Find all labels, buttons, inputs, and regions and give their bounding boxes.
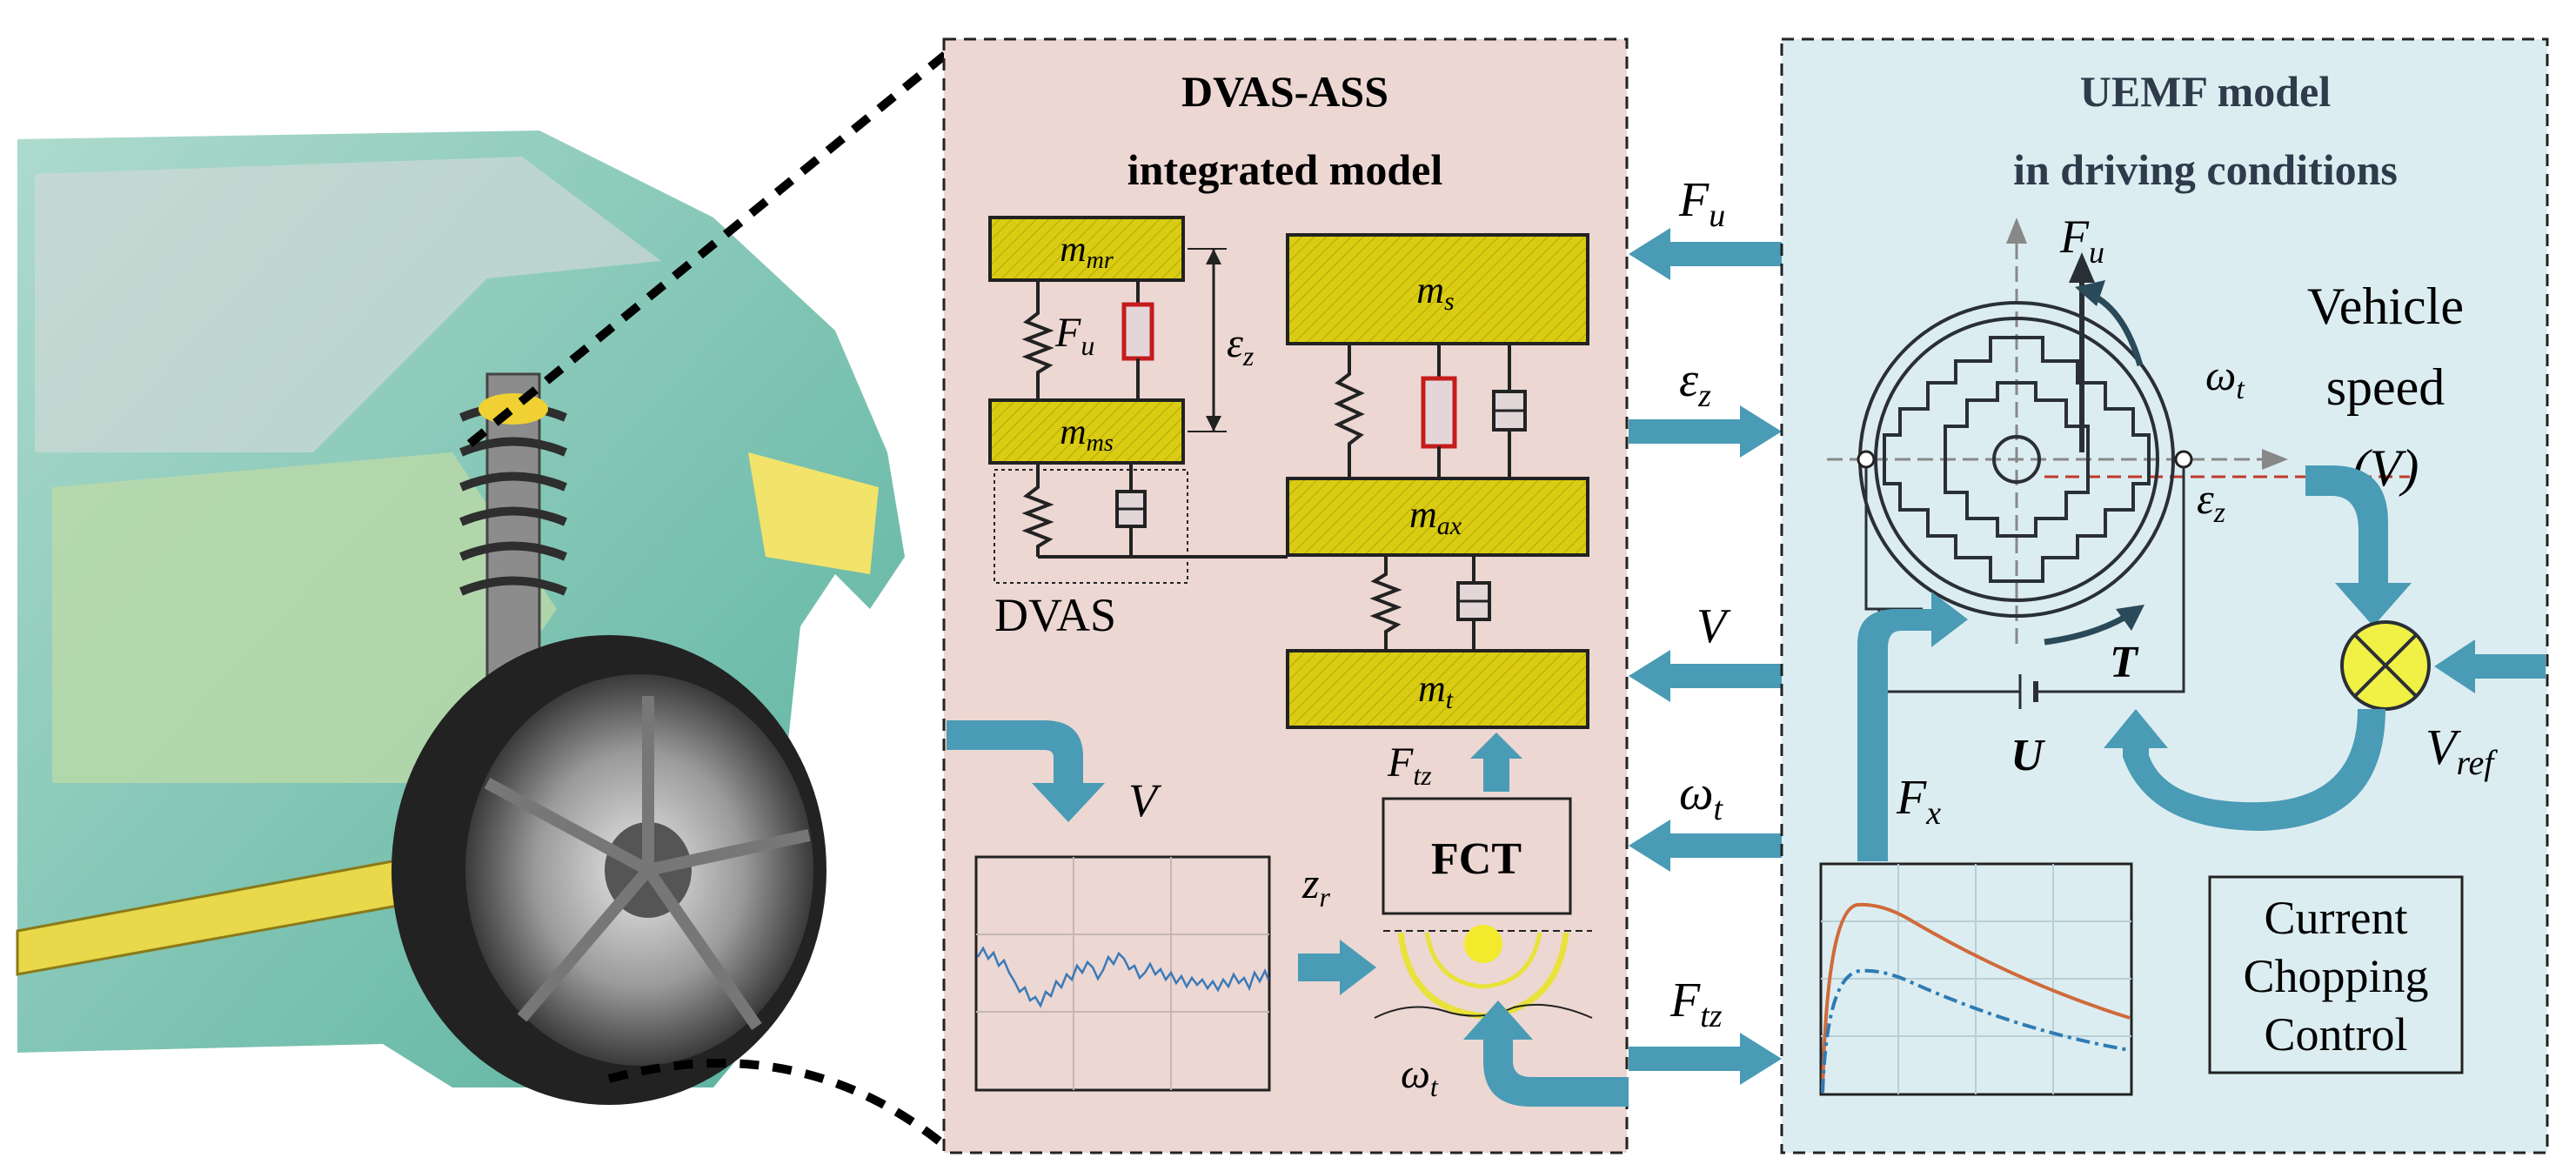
dvas-ass-panel: DVAS-ASS integrated model DVAS mmr mms F…	[942, 37, 1629, 1154]
ftz-label-dvas: Ftz	[1387, 739, 1432, 791]
mass-m-s-label: ms	[1416, 269, 1454, 316]
wt-input-arrow	[1463, 1000, 1629, 1107]
mass-m-ax-label: max	[1409, 493, 1462, 540]
ccc-line3: Control	[2264, 1008, 2407, 1061]
zr-arrow	[1298, 940, 1376, 995]
dvas-label: DVAS	[994, 589, 1116, 641]
ftz-signal-label: Ftz	[1669, 974, 1723, 1034]
spring-mr-ms	[1021, 280, 1054, 400]
ccc-line2: Chopping	[2243, 950, 2428, 1002]
mass-m-mr-label: mmr	[1060, 230, 1114, 274]
torque-label: T	[2110, 638, 2139, 687]
ez-signal-arrow	[1629, 405, 1782, 458]
uemf-title-line1: UEMF model	[2080, 67, 2331, 116]
wt-label-dvas: ωt	[1401, 1051, 1439, 1102]
mass-m-s	[1286, 233, 1589, 345]
fu-label-uemf: Fu	[2059, 211, 2104, 270]
fu-signal-arrow	[1629, 228, 1782, 280]
vehicle-speed-line1: Vehicle	[2307, 278, 2464, 335]
fu-label-dvas: Fu	[1054, 310, 1094, 361]
wt-label-uemf: ωt	[2205, 351, 2245, 405]
mass-m-mr	[988, 216, 1185, 282]
voltage-label: U	[2011, 731, 2045, 780]
uemf-panel: UEMF model in driving conditions Fu ωt ε…	[1780, 37, 2549, 1154]
speed-to-comparator-arrow	[2305, 465, 2412, 626]
fx-response-plot	[1819, 862, 2133, 1096]
vehicle-speed-line2: speed	[2326, 358, 2446, 416]
wt-signal-label: ωt	[1679, 766, 1724, 827]
road-profile-plot	[974, 855, 1271, 1092]
mass-m-ms	[988, 398, 1185, 465]
uemf-title-line2: in driving conditions	[2013, 145, 2398, 194]
fct-label: FCT	[1431, 834, 1522, 884]
fu-signal-label: Fu	[1678, 173, 1725, 234]
ftz-arrow-up	[1470, 733, 1522, 792]
fx-label: Fx	[1896, 771, 1941, 832]
mass-m-ms-label: mms	[1060, 412, 1114, 457]
actuator-fu	[1121, 302, 1154, 361]
ez-label-dvas: εz	[1227, 320, 1255, 371]
spring-tire	[1369, 555, 1402, 651]
car-cutaway-illustration	[16, 49, 952, 1152]
fx-curve-blue	[1821, 968, 2131, 1094]
control-feedback-arrow	[2104, 709, 2385, 831]
fx-feedback-arrow	[1857, 592, 1968, 861]
mass-m-ax	[1286, 477, 1589, 557]
mass-m-t-label: mt	[1418, 667, 1454, 714]
ftz-signal-arrow	[1629, 1033, 1782, 1085]
in-wheel-motor	[1858, 301, 2175, 618]
spring-dvas	[1021, 463, 1054, 557]
ez-signal-label: εz	[1679, 353, 1711, 414]
dvas-title-line1: DVAS-ASS	[1181, 67, 1388, 116]
actuator-suspension	[1421, 376, 1457, 449]
v-input-arrow	[947, 720, 1105, 822]
interface-signals: Fu εz V ωt Ftz	[1629, 173, 1782, 1085]
comparator-summing-junction	[2340, 620, 2431, 711]
v-signal-arrow	[1629, 650, 1782, 702]
vref-arrow	[2434, 639, 2546, 693]
v-label-dvas: V	[1128, 774, 1162, 826]
ccc-line1: Current	[2265, 892, 2408, 944]
tire-road-contact	[1374, 925, 1593, 1020]
fct-box	[1382, 797, 1572, 915]
ez-label-uemf: εz	[2197, 474, 2225, 529]
dvas-title-line2: integrated model	[1127, 145, 1443, 194]
v-signal-label: V	[1696, 599, 1731, 653]
fx-curve-orange	[1821, 902, 2131, 1094]
spring-suspension	[1334, 344, 1365, 478]
wt-signal-arrow	[1629, 820, 1782, 872]
zr-label: zr	[1301, 859, 1330, 913]
mass-m-t	[1286, 649, 1589, 729]
vref-label: Vref	[2425, 719, 2498, 782]
current-chopping-control-box	[2208, 875, 2464, 1074]
